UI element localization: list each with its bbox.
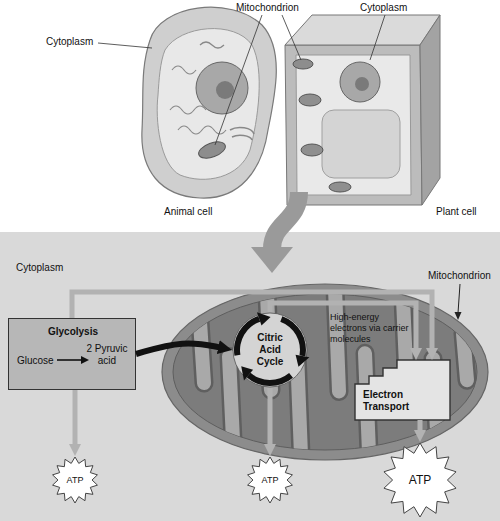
leader-line (98, 43, 152, 48)
energy-connector (72, 292, 432, 351)
stair-outline (355, 360, 450, 420)
crista-fold (463, 333, 467, 380)
plant-cell-front (285, 45, 422, 205)
plant-cell-interior (296, 55, 411, 195)
energy-connector (418, 420, 423, 433)
stair-box: Electron Transport (355, 360, 450, 420)
crista-fold (229, 356, 233, 440)
cytoplasm-region: CytoplasmMitochondrionCitric Acid CycleE… (0, 232, 500, 521)
chloroplast (329, 182, 351, 192)
process-box: GlycolysisGlucose 2 Pyruvic acid (8, 318, 136, 390)
process-title: Glycolysis (9, 326, 137, 338)
cell-caption: Plant cell (436, 206, 477, 218)
atp-label: ATP (246, 456, 294, 504)
atp-label: ATP (51, 456, 99, 504)
crista-fold (335, 288, 339, 391)
cycle-label: Citric Acid Cycle (232, 312, 308, 388)
zoom-arrow (272, 192, 299, 249)
zoom-arrow-head (251, 247, 293, 273)
cell-caption: Animal cell (164, 206, 212, 218)
leader-arrow-head (455, 312, 462, 320)
leader-arrow (458, 284, 460, 313)
crista-fold (200, 322, 204, 383)
leader-line (370, 15, 385, 60)
crista-fold (229, 356, 233, 440)
reaction-arrow (57, 359, 82, 361)
nucleus (340, 62, 380, 102)
cycle-arrow-head (257, 312, 271, 325)
animal-cell-body (142, 7, 276, 198)
plant-cell-side (420, 15, 440, 205)
cycle-circle: Citric Acid Cycle (232, 312, 308, 388)
cristae (200, 288, 467, 455)
part-label: Cytoplasm (46, 36, 93, 48)
crista-fold (200, 322, 204, 383)
animal-cell-interior (157, 29, 259, 180)
cycle-arrow (280, 316, 306, 356)
atp-label: ATP (382, 442, 458, 518)
organelle-label: Mitochondrion (428, 270, 491, 282)
vacuole (322, 110, 400, 178)
reactant-label: Glucose (17, 355, 54, 367)
nucleolus (355, 77, 369, 91)
small-mitochondrion (293, 59, 313, 69)
mitochondrion-shape: MitochondrionCitric Acid CycleElectron T… (160, 282, 490, 462)
cycle-arrow (247, 373, 293, 386)
nucleolus (216, 81, 234, 99)
cycle-arrow (234, 316, 260, 356)
chloroplast (301, 144, 323, 156)
leader-line (215, 15, 262, 145)
er-membrane (170, 42, 226, 134)
chloroplast (299, 94, 321, 106)
atp-burst: ATP (51, 456, 99, 504)
inner-membrane (173, 294, 477, 450)
flow-arrow (136, 343, 222, 354)
leader-line (282, 15, 301, 60)
atp-burst: ATP (246, 456, 294, 504)
cycle-disc (233, 313, 307, 387)
cycle-arrow-head (241, 366, 253, 380)
golgi (230, 127, 254, 140)
crista-fold (463, 333, 467, 380)
atp-burst: ATP (382, 442, 458, 518)
process-title: Electron Transport (363, 389, 435, 413)
nucleus (196, 62, 248, 114)
energy-connector (270, 303, 416, 351)
reaction-arrow-head (81, 356, 89, 364)
cycle-arrow-head (296, 355, 310, 367)
crista-fold (335, 288, 339, 391)
product-label: 2 Pyruvic acid (85, 343, 129, 367)
energy-connector (73, 390, 78, 447)
part-label: Cytoplasm (360, 2, 407, 14)
plant-cell-top (285, 15, 440, 45)
energy-connector (268, 388, 273, 447)
region-label: Cytoplasm (16, 262, 63, 274)
small-mitochondrion (196, 139, 227, 162)
part-label: Mitochondrion (236, 2, 299, 14)
outer-membrane (162, 284, 488, 460)
